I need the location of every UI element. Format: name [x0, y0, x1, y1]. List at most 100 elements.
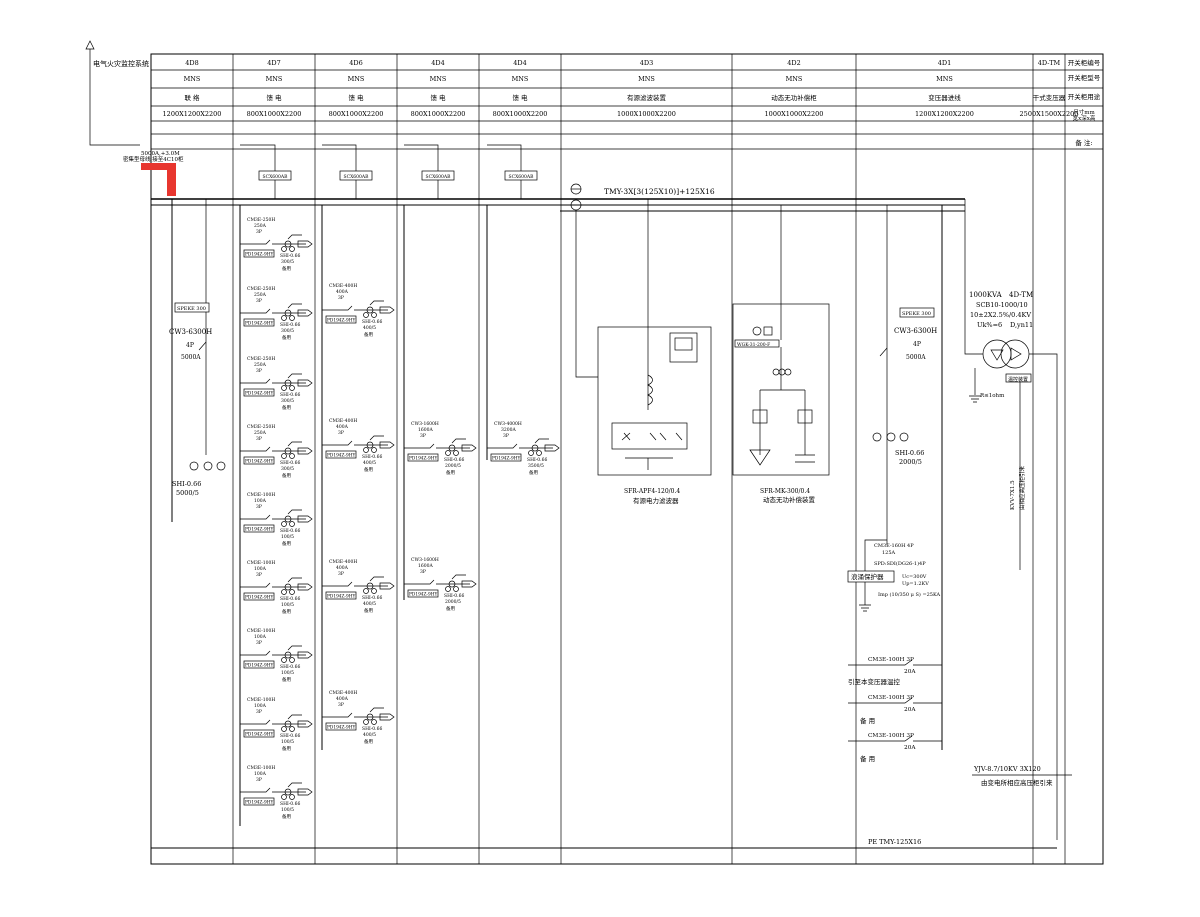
spd-uc: Uc=300V	[902, 574, 927, 580]
feeder-ct: SHI-0.66	[527, 457, 547, 463]
cabinet-use: 馈 电	[430, 93, 446, 102]
spd-rating: 125A	[882, 550, 896, 556]
tie-meter-label: SPEKE 300	[177, 306, 206, 312]
feeder-meter	[243, 797, 275, 806]
feeder-note: 备用	[282, 472, 291, 479]
spd-breaker: CM3E-160H 4P	[874, 543, 914, 549]
control-cable-note: 由相应高压柜引来	[1018, 465, 1026, 510]
feeder-rating: 400A	[336, 696, 349, 702]
ground-icon	[859, 600, 871, 612]
cabinet-model: MNS	[266, 75, 283, 83]
feeder-ct-ratio: 3500/5	[528, 463, 544, 469]
feeder-poles: 3P	[256, 368, 262, 374]
feeder-meter	[325, 591, 357, 600]
feeder-note: 备用	[282, 813, 291, 820]
tie-ct-ratio: 5000/5	[176, 489, 199, 497]
aux-rating: 20A	[904, 745, 916, 751]
feeder-meter-label: PD194Z-9HY	[245, 801, 273, 806]
cabinet-size: 800X1000X2200	[411, 110, 466, 118]
feeder-meter-label: PD194Z-9HY	[245, 596, 273, 601]
transformer-secondary-icon	[1000, 339, 1030, 369]
ct-icon	[284, 240, 292, 248]
ct-icon	[284, 651, 292, 659]
feeder-poles: 3P	[338, 295, 344, 301]
arrow-up-icon	[85, 40, 95, 50]
arrow-right-icon	[297, 379, 313, 387]
feeder-ct-ratio: 2000/5	[445, 463, 461, 469]
feeder-note: 备用	[364, 738, 373, 745]
ct-icon	[872, 432, 909, 442]
feeder-ct: SHI-0.66	[280, 253, 300, 259]
feeder-poles: 3P	[338, 430, 344, 436]
pe-busbar: PE TMY-125X16	[151, 838, 1057, 849]
feeder-ct-ratio: 100/5	[281, 602, 294, 608]
apf-box	[597, 326, 712, 476]
feeder-ct: SHI-0.66	[280, 801, 300, 807]
feeder-rating: 1600A	[418, 427, 433, 433]
aux-feeder-line	[848, 735, 942, 742]
feeder-poles: 3P	[256, 572, 262, 578]
feeder-ct: SHI-0.66	[280, 460, 300, 466]
spd-model: SPD:SDI(DG26-1)4P	[874, 560, 926, 567]
ct-icon	[366, 713, 374, 721]
arrow-right-icon	[297, 720, 313, 728]
tie-ct-label: SHI-0.66	[172, 480, 201, 488]
arrow-right-icon	[297, 240, 313, 248]
incomer-ct-ratio: 2000/5	[899, 458, 922, 466]
feeder-ct: SHI-0.66	[280, 528, 300, 534]
tie-cabinet-4d8: SPEKE 300 CW3-6300H 4P 5000A SHI-0.66 50…	[169, 199, 226, 522]
cabinet-id: 4D3	[640, 59, 653, 67]
feeder-breaker: CW3-4000H	[494, 421, 522, 427]
feeder-note: 备用	[364, 331, 373, 338]
scx-label: SCX600AB	[426, 174, 452, 180]
feeder-note: 备用	[282, 540, 291, 547]
busway-note-1: 5000A,+3.0M	[141, 151, 180, 157]
feeder-meter-label: PD194Z-9HY	[327, 319, 355, 324]
feeder-poles: 3P	[256, 504, 262, 510]
feeder-meter-label: PD194Z-9HY	[245, 733, 273, 738]
ct-icon	[284, 309, 292, 317]
cabinet-id: 4D8	[185, 59, 198, 67]
spd-up: Up=1.2KV	[902, 581, 929, 587]
feeder-rating: 100A	[254, 566, 267, 572]
feeder-poles: 3P	[420, 433, 426, 439]
feeder-rating: 100A	[254, 703, 267, 709]
feeder-meter-label: PD194Z-9HY	[327, 726, 355, 731]
ground-icon	[969, 395, 981, 403]
feeder-ct-ratio: 400/5	[363, 732, 376, 738]
busway-red-block	[141, 163, 176, 170]
transformer-tag: 4D-TM	[1009, 291, 1033, 299]
feeder-breaker: CM3E-100H	[247, 765, 275, 771]
feeder-breaker: CM3E-400H	[329, 690, 357, 696]
feeder-breaker: CM3E-100H	[247, 697, 275, 703]
tie-poles-label: 4P	[186, 342, 194, 349]
feeder-rating: 100A	[254, 498, 267, 504]
cabinet-size: 1000X1000X2200	[765, 110, 824, 118]
feeder-rating: 250A	[254, 292, 267, 298]
feeder-poles: 3P	[256, 709, 262, 715]
feeder-note: 备用	[282, 334, 291, 341]
cabinet-size: 800X1000X2200	[493, 110, 548, 118]
cabinet-model: MNS	[184, 75, 201, 83]
apf-converter-icon	[611, 422, 688, 450]
feeder-meter	[243, 388, 275, 397]
feeder-ct-ratio: 400/5	[363, 325, 376, 331]
var-thyristor-icon	[752, 409, 768, 424]
feeder-ct-ratio: 100/5	[281, 739, 294, 745]
cabinet-size: 1200X1200X2200	[915, 110, 974, 118]
feeder-meter	[325, 722, 357, 731]
arrow-right-icon	[379, 306, 395, 314]
feeder-breaker: CW3-1600H	[411, 557, 439, 563]
feeder-breaker: CM3E-100H	[247, 560, 275, 566]
ct-icon	[448, 444, 456, 452]
arrow-right-icon	[461, 580, 477, 588]
feeder-meter-label: PD194Z-9HY	[245, 528, 273, 533]
aux-breaker: CM3E-100H 3P	[868, 657, 914, 663]
